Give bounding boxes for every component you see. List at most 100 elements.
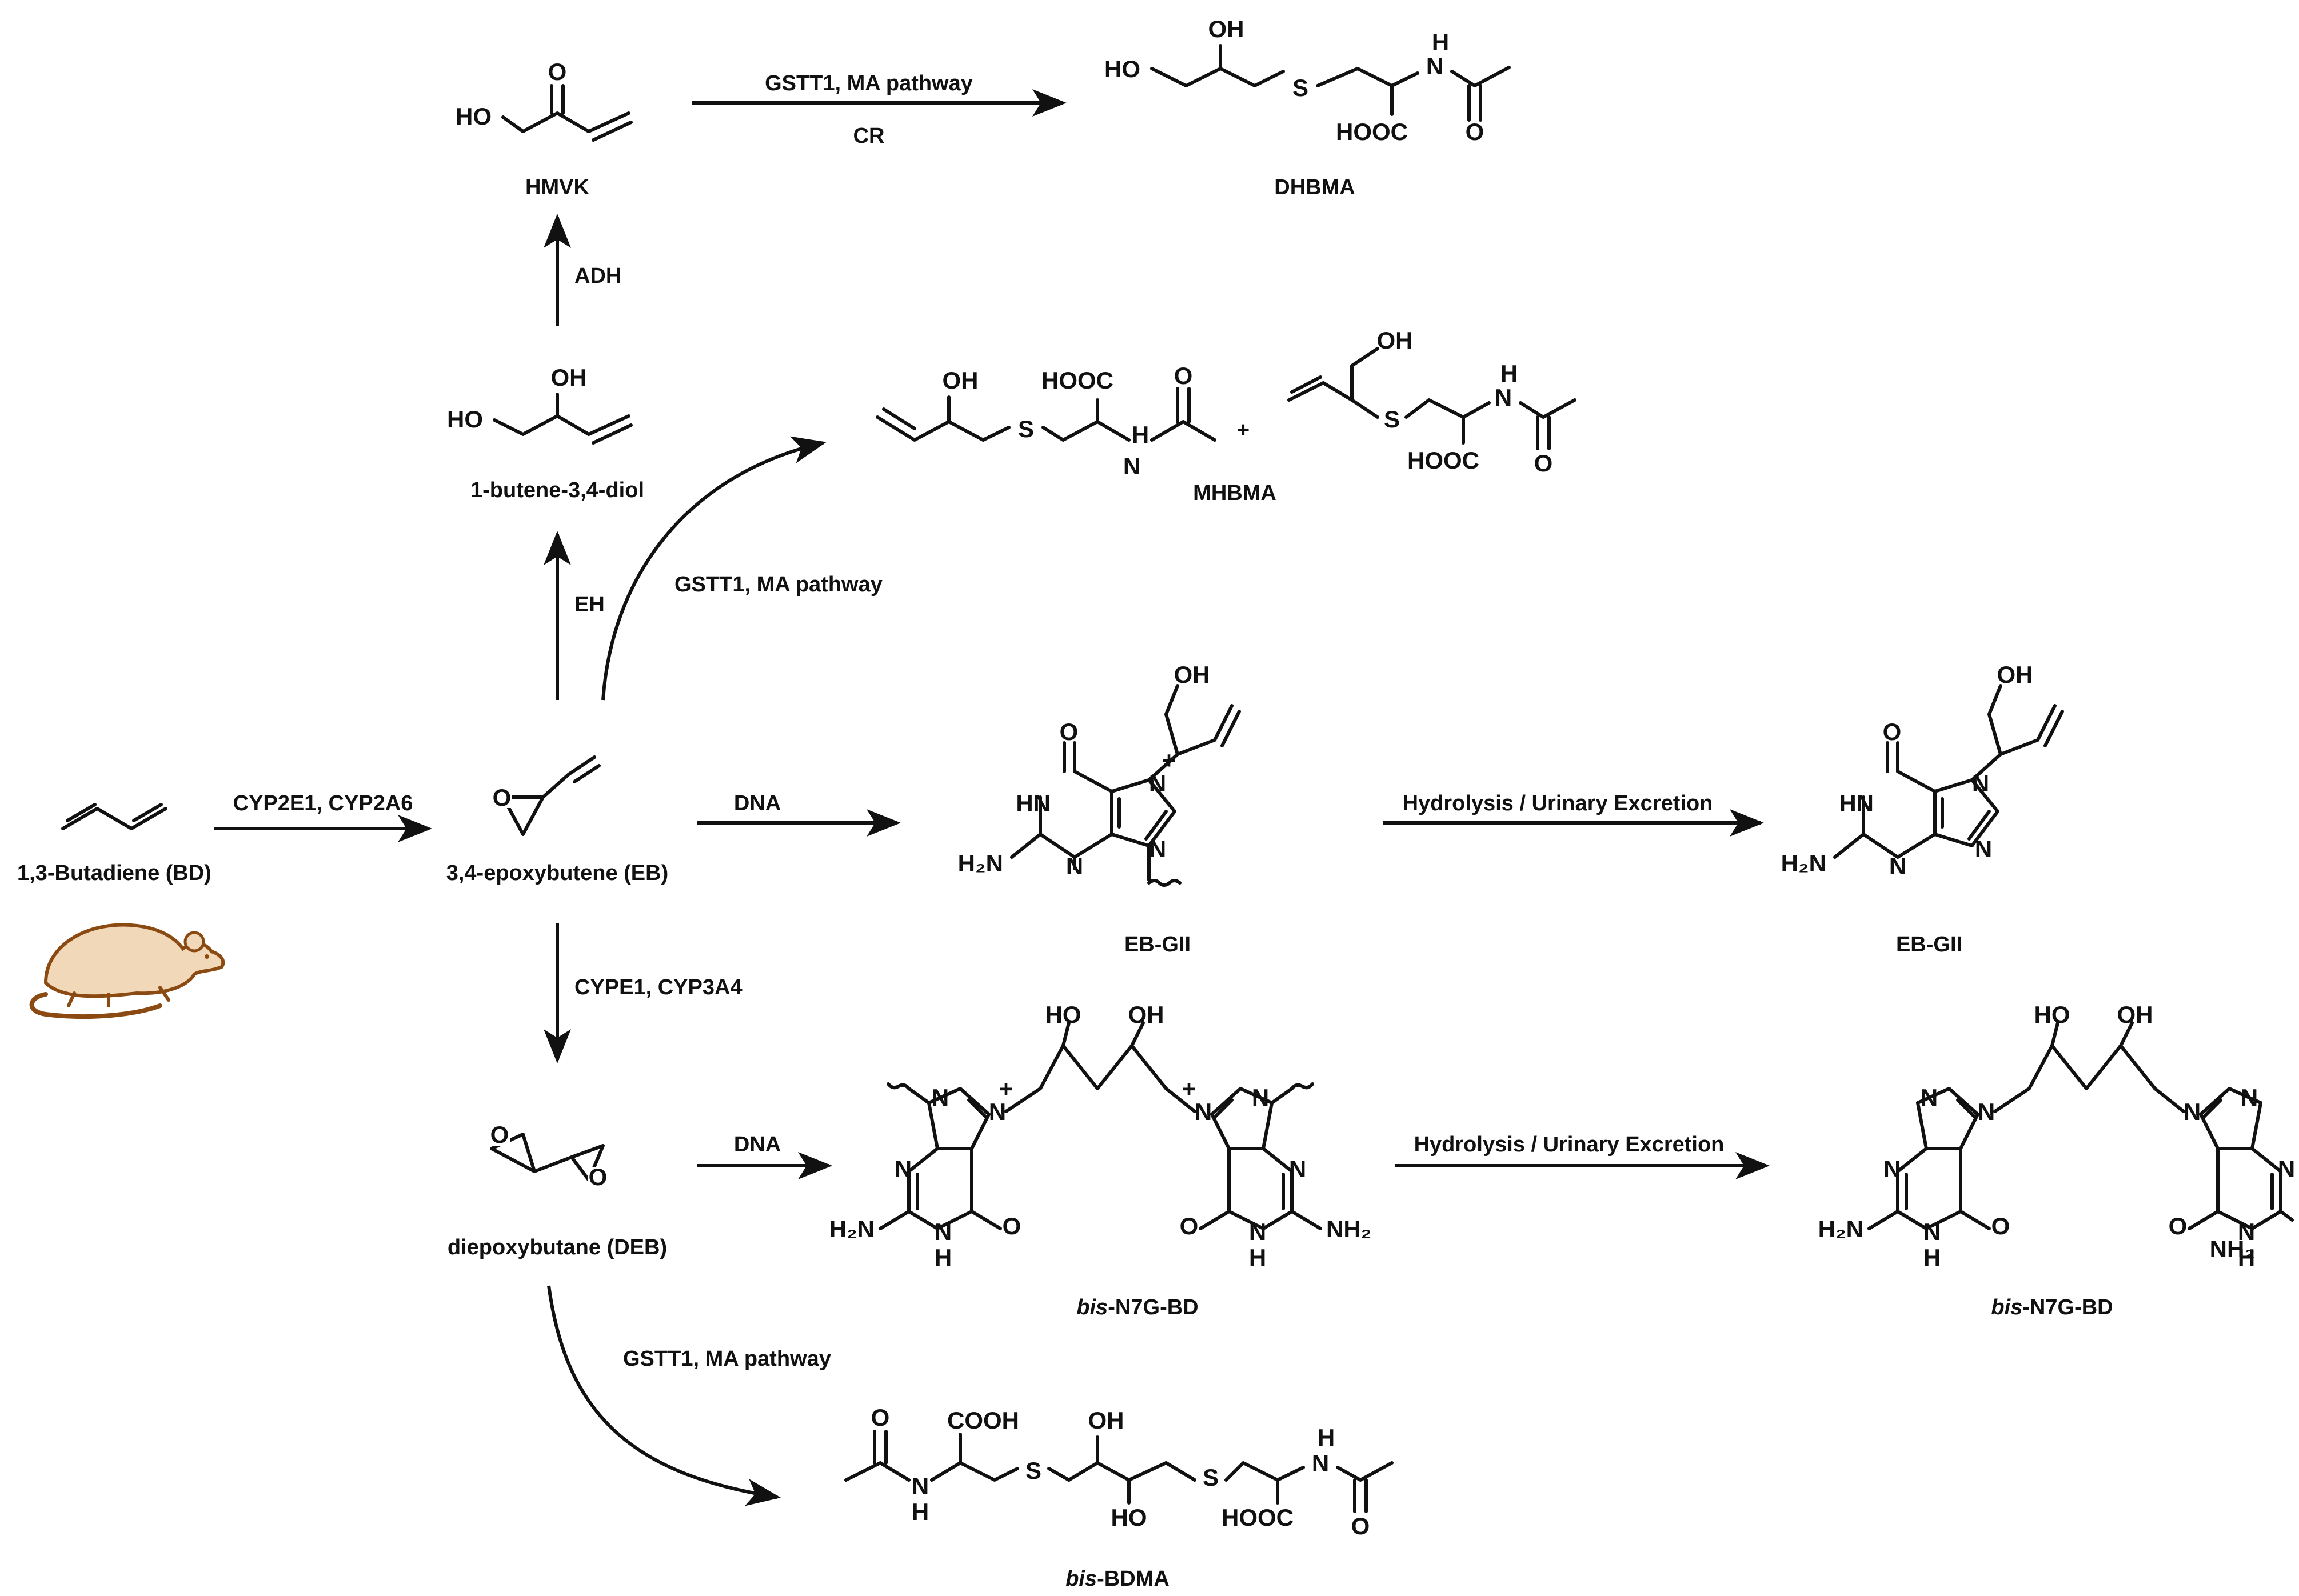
svg-text:N: N — [1289, 1155, 1306, 1182]
enzyme-bd-to-eb: CYP2E1, CYP2A6 — [233, 791, 413, 815]
svg-text:H: H — [1432, 29, 1449, 55]
svg-text:COOH: COOH — [947, 1407, 1019, 1434]
structure-diepoxybutane: O O — [489, 1121, 608, 1190]
label-ebgii-adduct: EB-GII — [1124, 933, 1191, 957]
rat-icon — [29, 923, 225, 1019]
structure-mhbma-isomer-1: OH S HOOC H N O — [876, 362, 1216, 479]
svg-text:N: N — [895, 1155, 912, 1182]
svg-text:HOOC: HOOC — [1041, 367, 1113, 394]
label-bisbdma: bis-BDMA — [1065, 1567, 1170, 1591]
svg-text:NH₂: NH₂ — [1326, 1215, 1371, 1242]
svg-text:S: S — [1292, 74, 1308, 101]
enzyme-eb-to-diol: EH — [574, 593, 605, 617]
svg-text:H: H — [935, 1244, 952, 1271]
svg-text:+: + — [1162, 747, 1176, 774]
svg-text:H₂N: H₂N — [1781, 850, 1826, 877]
label-diepoxybutane: diepoxybutane (DEB) — [448, 1235, 667, 1259]
svg-text:N: N — [1312, 1450, 1329, 1477]
svg-text:N: N — [1249, 1218, 1266, 1245]
structure-bisn7g-adduct: N N + N H₂N N H O HO OH N N + N NH₂ N H … — [829, 1001, 1372, 1271]
svg-text:HOOC: HOOC — [1336, 118, 1408, 145]
svg-text:H: H — [1318, 1424, 1335, 1451]
svg-text:N: N — [1195, 1098, 1212, 1125]
svg-text:HO: HO — [1045, 1001, 1081, 1028]
structure-hmvk: HO O — [456, 58, 633, 142]
svg-text:HN: HN — [1839, 790, 1874, 817]
svg-text:+: + — [999, 1075, 1013, 1102]
structure-butenediol: HO OH — [447, 364, 633, 445]
svg-text:N: N — [1972, 770, 1989, 797]
svg-text:O: O — [1180, 1213, 1199, 1239]
svg-text:H₂N: H₂N — [1818, 1215, 1863, 1242]
structure-ebgii-adduct: OH O HN H₂N N N + N — [958, 661, 1241, 887]
svg-text:HO: HO — [447, 406, 483, 433]
cofactor-hmvk-to-dhbma: CR — [853, 124, 885, 148]
svg-text:H: H — [2238, 1244, 2255, 1271]
structure-butadiene — [61, 803, 167, 830]
svg-text:N: N — [2278, 1155, 2295, 1182]
svg-text:O: O — [1174, 362, 1193, 389]
label-bisn7g-free: bis-N7G-BD — [1991, 1295, 2113, 1319]
process-bisn7g-hydrolysis: Hydrolysis / Urinary Excretion — [1414, 1133, 1725, 1157]
svg-text:N: N — [935, 1218, 952, 1245]
svg-text:N: N — [2184, 1098, 2201, 1125]
structure-dhbma: HO OH S N H HOOC O — [1104, 15, 1511, 145]
svg-text:O: O — [1351, 1513, 1370, 1539]
svg-text:OH: OH — [1128, 1001, 1164, 1028]
svg-text:N: N — [1889, 853, 1906, 879]
svg-text:OH: OH — [1088, 1407, 1124, 1434]
structure-mhbma-isomer-2: OH S N H HOOC O — [1287, 327, 1576, 477]
svg-text:OH: OH — [1377, 327, 1413, 354]
svg-text:OH: OH — [551, 364, 587, 391]
svg-text:OH: OH — [943, 367, 979, 394]
structure-bisbdma: O N H COOH S OH HO S HOOC N H O — [844, 1404, 1394, 1539]
svg-text:O: O — [1883, 718, 1902, 745]
svg-text:H: H — [1132, 421, 1149, 448]
structure-ebgii-free: OH O HN H₂N N N N — [1781, 661, 2064, 879]
label-butenediol: 1-butene-3,4-diol — [470, 478, 644, 502]
svg-text:N: N — [1123, 453, 1140, 479]
svg-text:O: O — [548, 58, 567, 85]
plus-sign: + — [1237, 418, 1250, 442]
label-bisn7g-adduct: bis-N7G-BD — [1076, 1295, 1198, 1319]
svg-text:N: N — [1923, 1218, 1941, 1245]
svg-text:N: N — [932, 1084, 949, 1111]
svg-text:S: S — [1203, 1464, 1219, 1491]
svg-text:N: N — [1495, 384, 1512, 411]
enzyme-deb-to-bisbdma: GSTT1, MA pathway — [623, 1347, 831, 1371]
structure-epoxybutene: O — [493, 755, 601, 836]
svg-text:O: O — [871, 1404, 890, 1431]
svg-text:OH: OH — [1208, 15, 1244, 42]
svg-text:N: N — [912, 1473, 929, 1499]
svg-text:H₂N: H₂N — [958, 850, 1003, 877]
enzyme-eb-to-mhbma: GSTT1, MA pathway — [674, 573, 883, 597]
svg-text:H₂N: H₂N — [829, 1215, 875, 1242]
svg-text:O: O — [1060, 718, 1079, 745]
svg-text:O: O — [1991, 1213, 2010, 1239]
svg-text:HOOC: HOOC — [1222, 1504, 1294, 1531]
svg-text:H: H — [1249, 1244, 1266, 1271]
svg-text:O: O — [1466, 118, 1484, 145]
svg-text:N: N — [1975, 835, 1992, 862]
svg-text:HO: HO — [1104, 55, 1140, 82]
label-mhbma: MHBMA — [1193, 481, 1276, 505]
label-butadiene: 1,3-Butadiene (BD) — [17, 861, 211, 885]
svg-text:N: N — [1426, 53, 1443, 79]
svg-text:HN: HN — [1016, 790, 1051, 817]
svg-text:H: H — [1500, 360, 1518, 387]
svg-text:O: O — [493, 784, 512, 811]
svg-text:N: N — [1921, 1084, 1938, 1111]
arrow-eb-to-mhbma — [601, 436, 827, 701]
svg-text:H: H — [1923, 1244, 1941, 1271]
svg-text:S: S — [1018, 415, 1034, 442]
label-dhbma: DHBMA — [1274, 175, 1355, 199]
svg-text:N: N — [1149, 770, 1166, 797]
svg-text:O: O — [1534, 450, 1553, 477]
label-hmvk: HMVK — [525, 175, 589, 199]
svg-text:O: O — [1003, 1213, 1021, 1239]
svg-text:HO: HO — [1111, 1504, 1147, 1531]
svg-text:HO: HO — [456, 103, 492, 130]
svg-text:HOOC: HOOC — [1407, 447, 1479, 474]
label-epoxybutene: 3,4-epoxybutene (EB) — [446, 861, 669, 885]
